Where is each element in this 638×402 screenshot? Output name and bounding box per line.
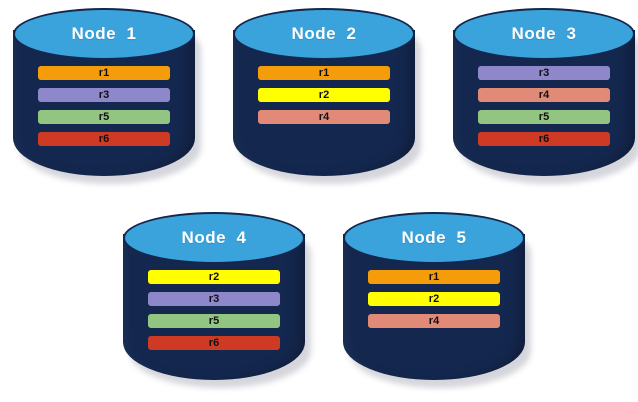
node-cylinder-top [13,8,195,60]
database-node-3[interactable]: Node 3 r3 r4 r5 r6 [453,8,638,184]
replica-bar-r2[interactable]: r2 [148,270,280,284]
replica-list: r2 r3 r5 r6 [148,270,280,350]
node-label: Node 1 [71,24,137,43]
replica-bar-r6[interactable]: r6 [38,132,170,146]
database-node-4[interactable]: Node 4 r2 r3 r5 r6 [123,212,311,388]
node-cylinder-top [343,212,525,264]
replica-bar-r2[interactable]: r2 [258,88,390,102]
replica-list: r3 r4 r5 r6 [478,66,610,146]
node-cylinder-top [233,8,415,60]
replica-bar-r1[interactable]: r1 [38,66,170,80]
replica-bar-r6[interactable]: r6 [478,132,610,146]
replica-list: r1 r2 r4 [258,66,390,124]
replica-bar-r3[interactable]: r3 [148,292,280,306]
replica-list: r1 r2 r4 [368,270,500,328]
replica-bar-r4[interactable]: r4 [258,110,390,124]
replica-bar-r5[interactable]: r5 [148,314,280,328]
database-node-1[interactable]: Node 1 r1 r3 r5 r6 [13,8,201,184]
database-node-2[interactable]: Node 2 r1 r2 r4 [233,8,421,184]
replica-bar-r5[interactable]: r5 [478,110,610,124]
node-label: Node 4 [181,228,247,247]
replica-bar-r4[interactable]: r4 [478,88,610,102]
replica-bar-r1[interactable]: r1 [368,270,500,284]
replica-bar-r3[interactable]: r3 [478,66,610,80]
node-cylinder-top [123,212,305,264]
node-cylinder-top [453,8,635,60]
node-label: Node 3 [511,24,577,43]
replica-bar-r6[interactable]: r6 [148,336,280,350]
database-node-5[interactable]: Node 5 r1 r2 r4 [343,212,531,388]
replica-bar-r3[interactable]: r3 [38,88,170,102]
replica-bar-r5[interactable]: r5 [38,110,170,124]
replica-bar-r2[interactable]: r2 [368,292,500,306]
node-label: Node 5 [401,228,467,247]
replica-bar-r4[interactable]: r4 [368,314,500,328]
node-label: Node 2 [291,24,357,43]
replica-bar-r1[interactable]: r1 [258,66,390,80]
replica-list: r1 r3 r5 r6 [38,66,170,146]
